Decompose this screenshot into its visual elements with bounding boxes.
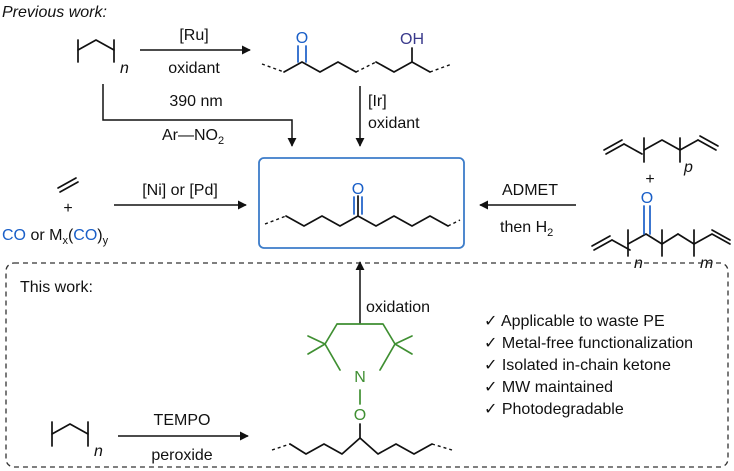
this-work-heading: This work: — [20, 279, 93, 296]
keto-diene-index-m: m — [700, 255, 713, 272]
product-ketone-oxygen: O — [352, 181, 364, 198]
previous-work-heading: Previous work: — [2, 4, 107, 21]
keto-diene-oxygen: O — [641, 190, 653, 207]
diene-index-p: p — [683, 159, 693, 176]
advantage-item: ✓ Isolated in-chain ketone — [484, 357, 671, 374]
ketone-product-box — [258, 157, 465, 249]
tempo-ring-structure — [307, 323, 413, 405]
oxidant-label-top: oxidant — [168, 60, 220, 77]
plus-sign-right: + — [645, 171, 654, 188]
nitroarene-label: Ar—NO2 — [162, 127, 224, 147]
advantage-item: ✓ Metal-free functionalization — [484, 335, 693, 352]
polyethylene-structure-top: n — [77, 39, 129, 77]
oxidized-polyethylene-structure — [261, 45, 453, 73]
polymer-index-n: n — [120, 60, 129, 77]
polymer-index-n-bottom: n — [94, 443, 103, 460]
tempo-oxygen-label: O — [354, 407, 366, 424]
this-work-box — [5, 262, 729, 468]
tempo-nitrogen-label: N — [354, 369, 366, 386]
ni-pd-catalyst-label: [Ni] or [Pd] — [142, 182, 218, 199]
tempo-label: TEMPO — [154, 412, 211, 429]
oxidant-label-ir: oxidant — [368, 115, 420, 132]
keto-diene-structure — [591, 205, 731, 257]
peroxide-label: peroxide — [151, 447, 212, 464]
in-chain-ketone-structure — [264, 195, 461, 227]
advantage-item: ✓ Photodegradable — [484, 401, 624, 418]
ethylene-structure — [57, 177, 79, 193]
advantage-item: ✓ MW maintained — [484, 379, 613, 396]
co-source-label: CO or Mx(CO)y — [2, 227, 109, 247]
ketone-oxygen-label: O — [296, 30, 308, 47]
ru-catalyst-label: [Ru] — [179, 27, 208, 44]
hydroxyl-label: OH — [400, 31, 424, 48]
polyethylene-structure-bottom: n — [51, 421, 103, 460]
oxidation-label: oxidation — [366, 299, 430, 316]
admet-label: ADMET — [502, 182, 558, 199]
advantage-item: ✓ Applicable to waste PE — [484, 313, 665, 330]
diene-structure — [603, 135, 719, 163]
functionalized-pe-chain — [271, 423, 453, 455]
light-390nm-label: 390 nm — [169, 93, 222, 110]
plus-sign-left: + — [63, 200, 72, 217]
photochemical-arrow — [102, 84, 297, 147]
ir-catalyst-label: [Ir] — [368, 93, 387, 110]
hydrogenation-label: then H2 — [500, 219, 553, 239]
